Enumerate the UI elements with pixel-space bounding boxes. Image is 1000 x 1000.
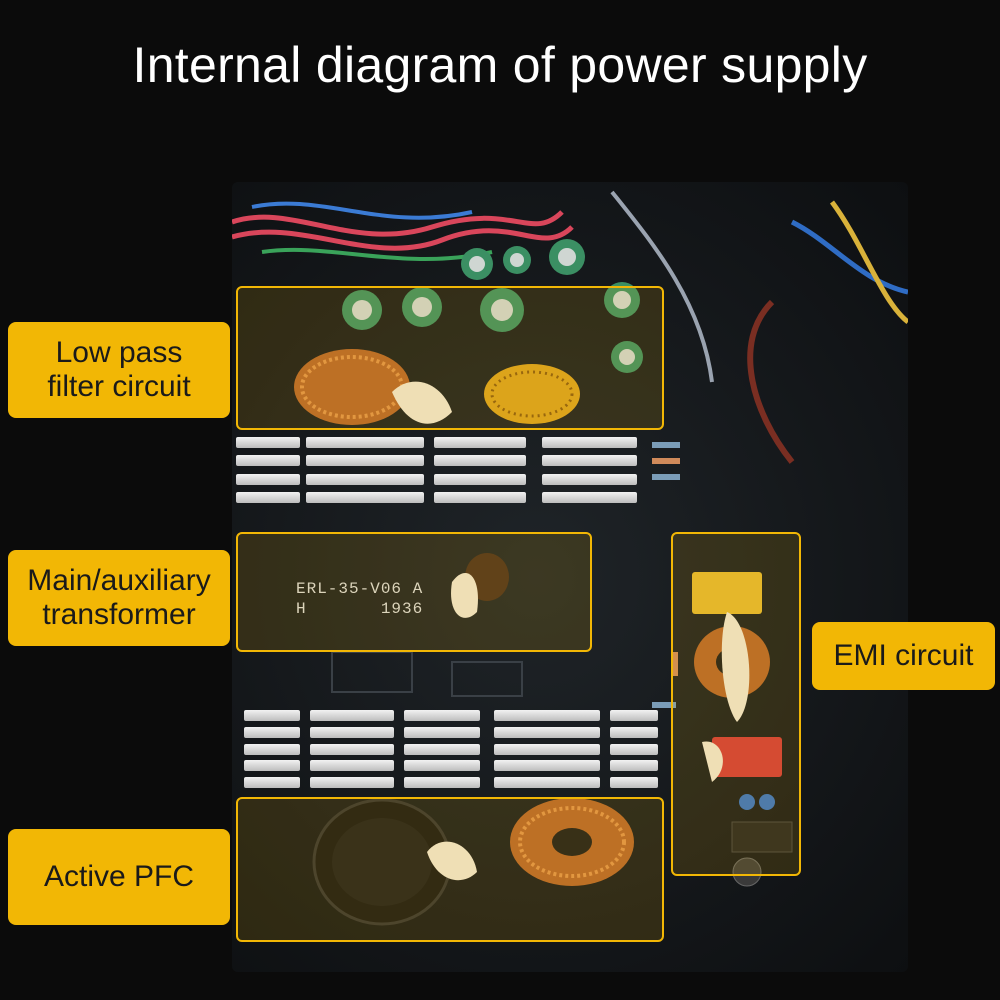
transformer-region xyxy=(236,532,592,652)
label-emi-circuit: EMI circuit xyxy=(812,622,995,690)
label-transformer: Main/auxiliary transformer xyxy=(8,550,230,646)
heatsink xyxy=(542,437,637,503)
pcb-illustration xyxy=(232,190,908,926)
heatsink xyxy=(494,710,600,788)
heatsink xyxy=(610,710,658,788)
heatsink xyxy=(310,710,394,788)
heatsink xyxy=(434,437,526,503)
label-active-pfc: Active PFC xyxy=(8,829,230,925)
heatsink xyxy=(244,710,300,788)
active-pfc-region xyxy=(236,797,664,942)
low-pass-filter-region xyxy=(236,286,664,430)
page-title: Internal diagram of power supply xyxy=(132,37,868,93)
emi-circuit-region xyxy=(671,532,801,876)
heatsink xyxy=(404,710,480,788)
heatsink xyxy=(236,437,300,503)
heatsink xyxy=(306,437,424,503)
transformer-code-text: H 1936 xyxy=(296,600,424,618)
transformer-model-text: ERL-35-V06 A xyxy=(296,580,424,598)
label-low-pass-filter: Low pass filter circuit xyxy=(8,322,230,418)
pcb-board: ERL-35-V06 A H 1936 xyxy=(232,182,908,972)
